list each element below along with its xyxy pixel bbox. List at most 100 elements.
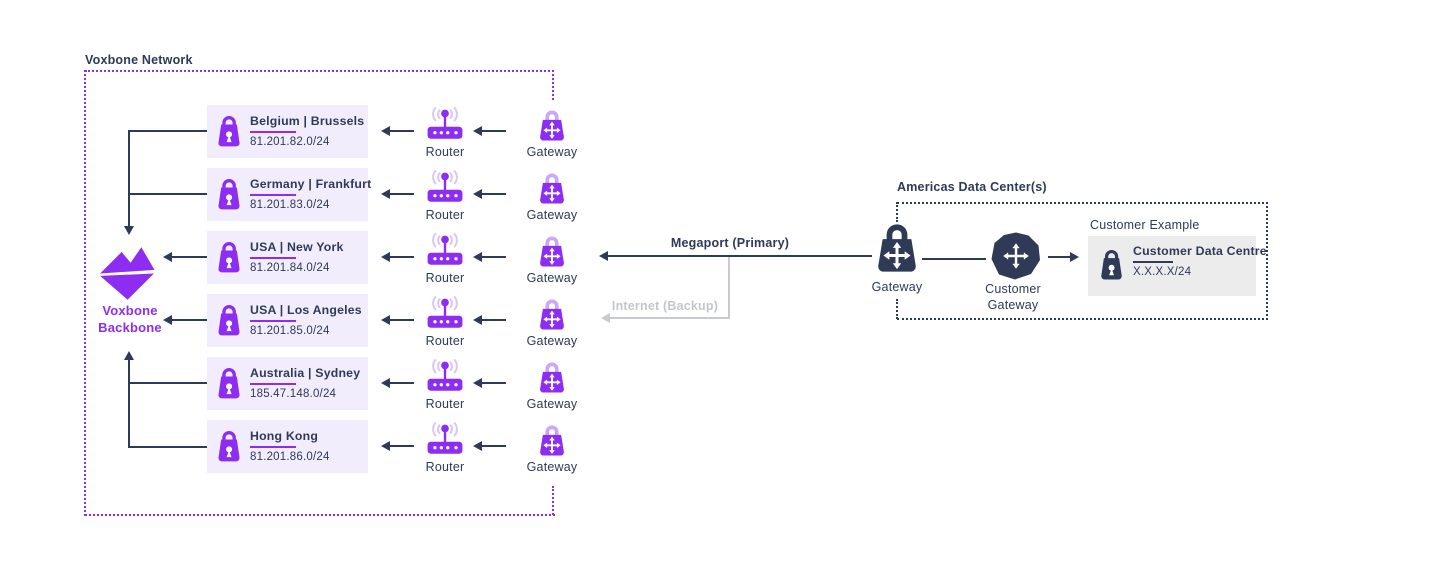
arrowhead-left <box>381 315 390 325</box>
arrowhead-left <box>473 189 482 199</box>
connector-line <box>482 193 506 195</box>
divider <box>250 194 296 196</box>
location-card: Belgium | Brussels 81.201.82.0/24 <box>207 105 368 158</box>
arrowhead-left <box>473 441 482 451</box>
location-row: Australia | Sydney 185.47.148.0/24 Route… <box>0 357 700 413</box>
location-row: Hong Kong 81.201.86.0/24 Router Gateway <box>0 420 700 476</box>
gateway-label: Gateway <box>526 145 578 159</box>
gateway-icon <box>538 172 566 205</box>
voxbone-border-left <box>84 70 86 516</box>
location-row: Belgium | Brussels 81.201.82.0/24 Router… <box>0 105 700 161</box>
americas-border-top <box>897 202 1268 204</box>
router-label: Router <box>425 208 465 222</box>
arrowhead-up <box>124 351 134 360</box>
gateway-unit: Gateway <box>524 172 580 222</box>
connector-line <box>172 256 207 258</box>
connector-line <box>482 256 506 258</box>
megaport-primary-label: Megaport (Primary) <box>670 236 790 250</box>
connector-line <box>482 382 506 384</box>
customer-gateway-icon <box>990 231 1042 281</box>
voxbone-border-right-bottom <box>552 486 554 515</box>
arrowhead-left <box>163 315 172 325</box>
connector-line <box>482 445 506 447</box>
americas-border-bottom <box>897 318 1268 320</box>
location-ip: 81.201.82.0/24 <box>250 136 330 148</box>
location-card: USA | New York 81.201.84.0/24 <box>207 231 368 284</box>
router-unit: Router <box>417 107 473 159</box>
router-label: Router <box>425 397 465 411</box>
lock-icon <box>215 302 243 337</box>
connector-line <box>390 130 414 132</box>
internet-backup-line <box>610 317 730 319</box>
router-icon <box>423 170 467 205</box>
divider <box>250 257 296 259</box>
gateway-icon <box>538 361 566 394</box>
router-label: Router <box>425 334 465 348</box>
connector-line <box>390 319 414 321</box>
location-title: USA | Los Angeles <box>250 303 362 317</box>
customer-example-card: Customer Data Centre X.X.X.X/24 <box>1088 236 1267 296</box>
internet-backup-label: Internet (Backup) <box>611 299 719 313</box>
router-icon <box>423 359 467 394</box>
router-icon <box>423 233 467 268</box>
divider <box>250 131 296 133</box>
gateway-unit: Gateway <box>524 235 580 285</box>
arrowhead-left <box>473 252 482 262</box>
router-unit: Router <box>417 170 473 222</box>
location-card: Australia | Sydney 185.47.148.0/24 <box>207 357 368 410</box>
americas-gateway-label: Gateway <box>871 280 923 294</box>
router-label: Router <box>425 460 465 474</box>
divider <box>1133 261 1173 263</box>
location-ip: 81.201.85.0/24 <box>250 325 330 337</box>
voxbone-border-bottom <box>85 514 555 516</box>
americas-border-left-top <box>896 202 898 222</box>
connector-line <box>128 446 207 448</box>
divider <box>250 383 296 385</box>
arrowhead-left <box>381 441 390 451</box>
router-unit: Router <box>417 359 473 411</box>
arrowhead-left <box>163 252 172 262</box>
connector-line <box>390 193 414 195</box>
connector-line <box>128 382 207 384</box>
location-title: USA | New York <box>250 240 344 254</box>
connector-line <box>390 445 414 447</box>
router-icon <box>423 107 467 142</box>
location-card: Hong Kong 81.201.86.0/24 <box>207 420 368 473</box>
gateway-unit: Gateway <box>524 361 580 411</box>
divider <box>250 446 296 448</box>
location-row: USA | New York 81.201.84.0/24 Router Gat… <box>0 231 700 287</box>
connector-line <box>128 193 207 195</box>
connector-line <box>128 360 130 448</box>
location-row: Germany | Frankfurt 81.201.83.0/24 Route… <box>0 168 700 224</box>
gateway-label: Gateway <box>526 397 578 411</box>
arrowhead-left <box>473 378 482 388</box>
gateway-icon-dark <box>875 222 919 274</box>
router-label: Router <box>425 271 465 285</box>
location-ip: 81.201.84.0/24 <box>250 262 330 274</box>
megaport-primary-line <box>608 255 872 257</box>
connector-line <box>172 319 207 321</box>
connector-line <box>922 258 986 260</box>
gateway-label: Gateway <box>526 460 578 474</box>
connector-line <box>128 130 130 226</box>
gateway-label: Gateway <box>526 271 578 285</box>
location-card: Germany | Frankfurt 81.201.83.0/24 <box>207 168 371 221</box>
connector-line <box>482 319 506 321</box>
arrowhead-left <box>381 189 390 199</box>
gateway-icon <box>538 298 566 331</box>
voxbone-border-right-top <box>552 70 554 100</box>
connector-line <box>390 256 414 258</box>
arrowhead-left <box>381 378 390 388</box>
internet-backup-line <box>728 257 730 318</box>
connector-line <box>482 130 506 132</box>
gateway-unit: Gateway <box>524 424 580 474</box>
gateway-label: Gateway <box>526 334 578 348</box>
location-row: USA | Los Angeles 81.201.85.0/24 Router … <box>0 294 700 350</box>
arrowhead-left <box>381 126 390 136</box>
connector-line <box>128 130 207 132</box>
lock-icon <box>215 113 243 148</box>
lock-icon-dark <box>1098 247 1125 281</box>
lock-icon <box>215 428 243 463</box>
gateway-label: Gateway <box>526 208 578 222</box>
